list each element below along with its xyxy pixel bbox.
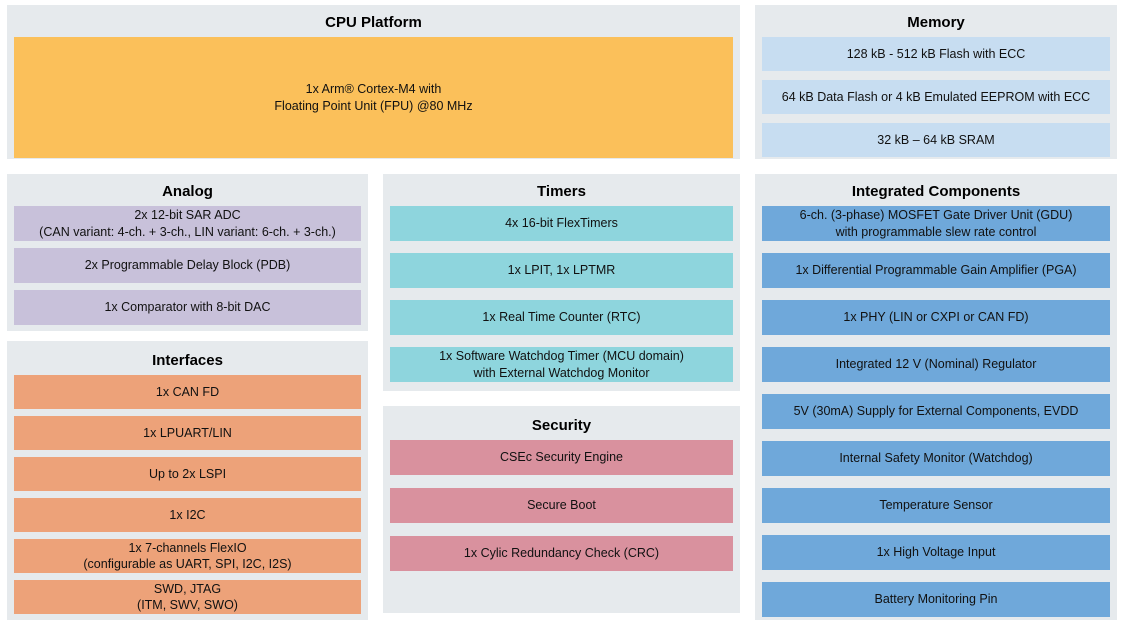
block-gdu: 6-ch. (3-phase) MOSFET Gate Driver Unit … <box>762 206 1110 241</box>
block-flexio: 1x 7-channels FlexIO (configurable as UA… <box>14 539 361 573</box>
panel-title-security: Security <box>531 417 592 434</box>
block-phy: 1x PHY (LIN or CXPI or CAN FD) <box>762 300 1110 335</box>
block-software-watchdog-timer: 1x Software Watchdog Timer (MCU domain) … <box>390 347 733 382</box>
panel-cpu-platform: CPU Platform 1x Arm® Cortex-M4 with Floa… <box>7 5 740 159</box>
panel-integrated-components: Integrated Components 6-ch. (3-phase) MO… <box>755 174 1117 620</box>
block-lpuart-lin: 1x LPUART/LIN <box>14 416 361 450</box>
block-regulator: Integrated 12 V (Nominal) Regulator <box>762 347 1110 382</box>
block-pdb: 2x Programmable Delay Block (PDB) <box>14 248 361 283</box>
block-cortex-m4: 1x Arm® Cortex-M4 with Floating Point Un… <box>14 37 733 158</box>
block-can-fd: 1x CAN FD <box>14 375 361 409</box>
panel-timers: Timers 4x 16-bit FlexTimers 1x LPIT, 1x … <box>383 174 740 391</box>
block-crc: 1x Cylic Redundancy Check (CRC) <box>390 536 733 571</box>
block-lpit-lptmr: 1x LPIT, 1x LPTMR <box>390 253 733 288</box>
block-rtc: 1x Real Time Counter (RTC) <box>390 300 733 335</box>
block-high-voltage-input: 1x High Voltage Input <box>762 535 1110 570</box>
block-swd-jtag: SWD, JTAG (ITM, SWV, SWO) <box>14 580 361 614</box>
block-sar-adc: 2x 12-bit SAR ADC (CAN variant: 4-ch. + … <box>14 206 361 241</box>
block-lspi: Up to 2x LSPI <box>14 457 361 491</box>
block-csec-engine: CSEc Security Engine <box>390 440 733 475</box>
panel-title-integrated-components: Integrated Components <box>851 183 1021 200</box>
panel-interfaces: Interfaces 1x CAN FD 1x LPUART/LIN Up to… <box>7 341 368 620</box>
panel-analog: Analog 2x 12-bit SAR ADC (CAN variant: 4… <box>7 174 368 331</box>
block-temperature-sensor: Temperature Sensor <box>762 488 1110 523</box>
panel-title-analog: Analog <box>162 183 213 200</box>
block-pga: 1x Differential Programmable Gain Amplif… <box>762 253 1110 288</box>
panel-title-cpu-platform: CPU Platform <box>325 14 422 31</box>
block-flextimers: 4x 16-bit FlexTimers <box>390 206 733 241</box>
block-battery-monitoring-pin: Battery Monitoring Pin <box>762 582 1110 617</box>
block-i2c: 1x I2C <box>14 498 361 532</box>
panel-title-timers: Timers <box>537 183 586 200</box>
block-sram: 32 kB – 64 kB SRAM <box>762 123 1110 157</box>
panel-memory: Memory 128 kB - 512 kB Flash with ECC 64… <box>755 5 1117 159</box>
block-secure-boot: Secure Boot <box>390 488 733 523</box>
panel-title-interfaces: Interfaces <box>152 352 223 369</box>
block-data-flash-eeprom: 64 kB Data Flash or 4 kB Emulated EEPROM… <box>762 80 1110 114</box>
block-evdd-supply: 5V (30mA) Supply for External Components… <box>762 394 1110 429</box>
panel-security: Security CSEc Security Engine Secure Boo… <box>383 406 740 613</box>
panel-title-memory: Memory <box>907 14 965 31</box>
block-flash: 128 kB - 512 kB Flash with ECC <box>762 37 1110 71</box>
block-safety-monitor: Internal Safety Monitor (Watchdog) <box>762 441 1110 476</box>
block-comparator-dac: 1x Comparator with 8-bit DAC <box>14 290 361 325</box>
